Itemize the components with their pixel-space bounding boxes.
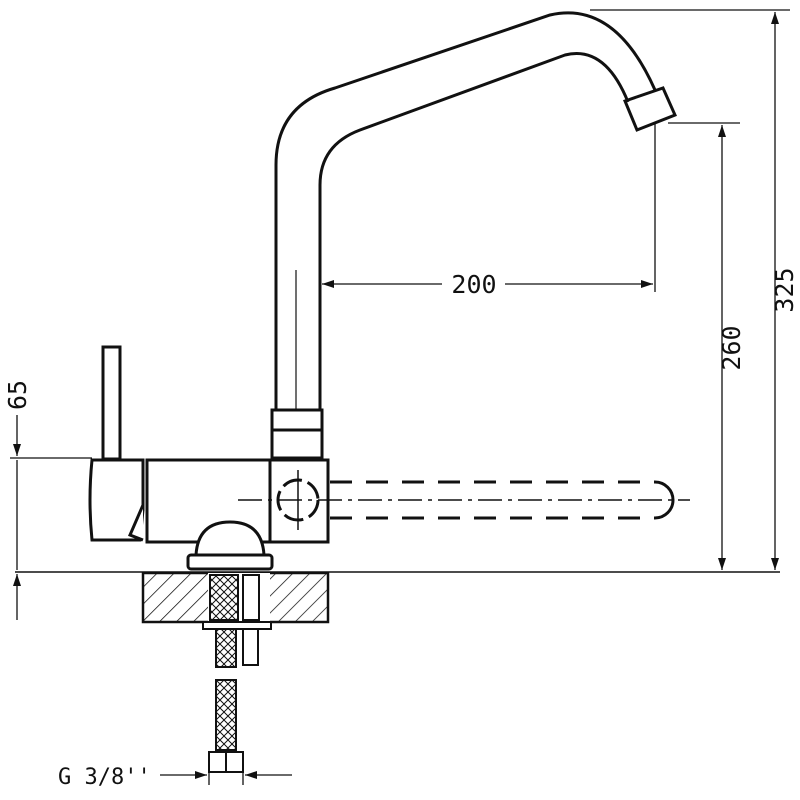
reach-dimension-label: 200	[451, 270, 496, 299]
connection-size-label: G 3/8''	[58, 765, 151, 790]
supply-hoses	[208, 628, 259, 773]
total-height-dimension-label: 325	[770, 267, 799, 312]
outlet-height-dimension-label: 260	[717, 325, 746, 370]
body-height-dimension-label: 65	[3, 380, 32, 410]
faucet-body	[88, 345, 330, 571]
countertop	[15, 571, 780, 630]
swivel-path	[238, 270, 690, 530]
dimension-lines	[10, 9, 790, 785]
spout	[274, 11, 678, 410]
